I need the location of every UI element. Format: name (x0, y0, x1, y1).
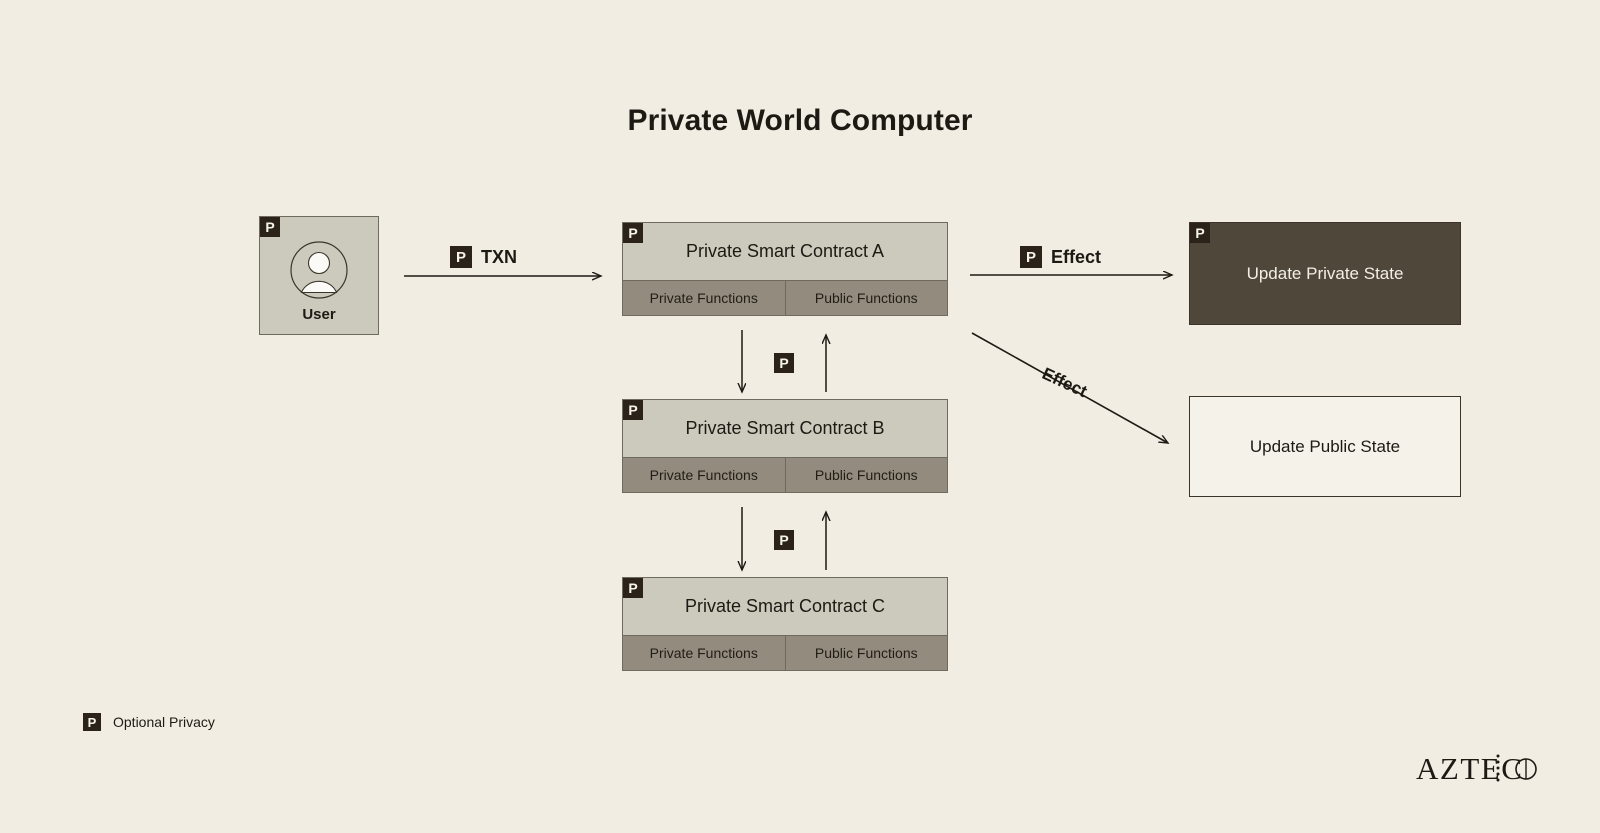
privacy-badge-contract-b: P (623, 400, 643, 420)
user-node[interactable]: P User (259, 216, 379, 335)
legend: P Optional Privacy (83, 713, 215, 731)
contract-b-public-functions[interactable]: Public Functions (784, 458, 947, 492)
contract-node-a[interactable]: P Private Smart Contract A Private Funct… (622, 222, 948, 316)
contract-b-title: Private Smart Contract B (685, 418, 885, 438)
effect-public-label-text: Effect (1039, 363, 1091, 402)
txn-label-text: TXN (481, 246, 517, 267)
page-title: Private World Computer (627, 104, 973, 137)
effect-public-arrow-label: Effect (1039, 364, 1090, 402)
contract-c-private-functions[interactable]: Private Functions (623, 636, 785, 670)
txn-arrow-label: P TXN (450, 246, 517, 268)
update-public-state-node[interactable]: Update Public State (1189, 396, 1461, 497)
svg-text:AZTEC: AZTEC (1416, 751, 1523, 786)
update-private-state-label: Update Private State (1246, 263, 1404, 283)
contract-c-header: P Private Smart Contract C (622, 577, 948, 635)
contract-a-functions: Private Functions Public Functions (622, 280, 948, 316)
contract-node-c[interactable]: P Private Smart Contract C Private Funct… (622, 577, 948, 671)
effect-private-label-text: Effect (1051, 246, 1102, 267)
contract-b-header: P Private Smart Contract B (622, 399, 948, 457)
contract-node-b[interactable]: P Private Smart Contract B Private Funct… (622, 399, 948, 493)
contract-a-private-functions[interactable]: Private Functions (623, 281, 785, 315)
user-avatar-icon (290, 241, 348, 299)
privacy-badge-contract-c: P (623, 578, 643, 598)
contract-b-functions: Private Functions Public Functions (622, 457, 948, 493)
user-label: User (302, 306, 336, 323)
update-public-state-label: Update Public State (1249, 436, 1401, 456)
privacy-badge-legend: P (83, 713, 101, 731)
privacy-badge-user: P (260, 217, 280, 237)
privacy-badge-b-c: P (774, 530, 794, 550)
contract-c-public-functions[interactable]: Public Functions (784, 636, 947, 670)
contract-a-header: P Private Smart Contract A (622, 222, 948, 280)
privacy-badge-contract-a: P (623, 223, 643, 243)
legend-label: Optional Privacy (113, 714, 215, 730)
effect-private-arrow-label: P Effect (1020, 246, 1101, 268)
contract-a-title: Private Smart Contract A (685, 241, 885, 261)
privacy-badge-private-state: P (1190, 223, 1210, 243)
aztec-logo: AZTEC (1414, 747, 1544, 789)
privacy-badge-effect: P (1020, 246, 1042, 268)
contract-c-title: Private Smart Contract C (684, 596, 886, 616)
contract-a-public-functions[interactable]: Public Functions (784, 281, 947, 315)
contract-b-private-functions[interactable]: Private Functions (623, 458, 785, 492)
contract-c-functions: Private Functions Public Functions (622, 635, 948, 671)
update-private-state-node[interactable]: P Update Private State (1189, 222, 1461, 325)
aztec-logo-mark: AZTEC (1416, 751, 1537, 786)
privacy-badge-txn: P (450, 246, 472, 268)
privacy-badge-a-b: P (774, 353, 794, 373)
